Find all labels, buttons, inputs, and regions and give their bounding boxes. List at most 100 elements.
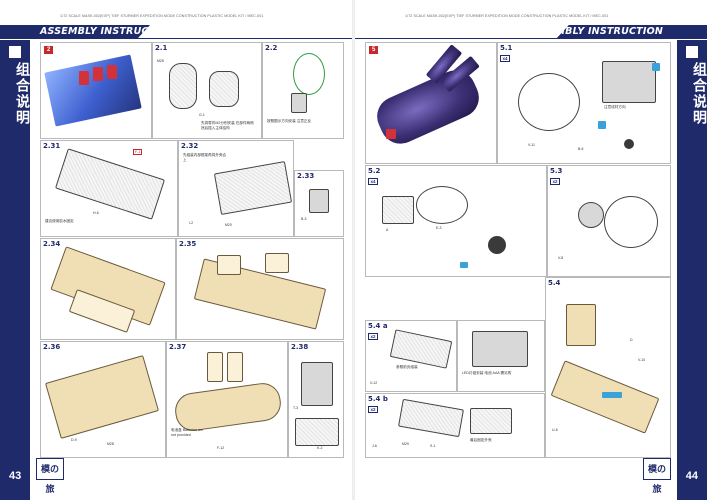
step-label: 2.38 (291, 343, 309, 351)
page-number: 43 (9, 470, 22, 482)
step-label: 5.1 (500, 44, 513, 52)
part-diagram (291, 93, 307, 113)
part-tag: A (386, 228, 389, 232)
part-tag: S-1 (430, 444, 436, 448)
assembly-diagram (193, 258, 327, 330)
step-note: 建议使用胶水固定 (45, 219, 74, 223)
red-detail (79, 71, 89, 85)
part-tag: M28 (107, 442, 114, 446)
step-label: 5.4 a (368, 322, 388, 330)
step-5-4-led-panel: LED灯组安装 电池 AAA 需另购 (457, 320, 545, 392)
callout-tag: F-1 (133, 149, 143, 155)
part-tag: G-1 (199, 113, 205, 117)
red-detail (93, 67, 103, 81)
cable-diagram (416, 186, 468, 224)
step-2-35-panel: 2.35 (176, 238, 344, 340)
step-5-1-panel: 5.1 x4 V-11 B-6 注意线材方向 (497, 42, 671, 164)
step-2-32-panel: 2.32 先组装内部框架再将外壳合上 I-2 M20 (178, 140, 294, 237)
quantity-badge: x4 (500, 55, 511, 62)
part-diagram (295, 418, 339, 446)
step-label: 5.2 (368, 167, 381, 175)
step-label: 5.3 (550, 167, 563, 175)
header-title: ASSEMBLY INSTRUCTION (40, 26, 176, 37)
top-caption: 1/72 SCALE MASK-002(EXP) TIEF STURMER EX… (60, 14, 264, 18)
part-tag: V-10 (638, 358, 646, 362)
header-title: ASSEMBLY INSTRUCTION (527, 26, 663, 37)
brand-logo: 模の旅 (36, 458, 64, 494)
step-label: 2.31 (43, 142, 61, 150)
page-number: 44 (685, 470, 698, 482)
part-tag: T-3 (293, 406, 299, 410)
part-tag: H-6 (93, 211, 99, 215)
step-label: 2.36 (43, 343, 61, 351)
step-note: 注意线材方向 (604, 105, 626, 109)
step-2-33-panel: 2.33 B-3 (294, 170, 344, 237)
part-tag: M29 (402, 442, 409, 446)
quantity-badge: x2 (368, 333, 379, 340)
sub-part (207, 352, 223, 382)
step-label: 2.2 (265, 44, 278, 52)
step-label: 2.33 (297, 172, 315, 180)
sub-part (265, 253, 289, 273)
part-tag: B-3 (301, 217, 307, 221)
step-2-38-panel: 2.38 T-3 K-2 (288, 341, 344, 458)
side-title: 组合说明 (14, 62, 30, 126)
step-badge: 5 (369, 46, 379, 54)
side-square-icon (9, 46, 21, 58)
frame-diagram (389, 329, 453, 369)
side-square-icon (686, 46, 698, 58)
red-detail (107, 65, 117, 79)
step-2-37-panel: 2.37 电池盒 Batteries are not provided F-12 (166, 341, 288, 458)
step-2-panel: 2 (40, 42, 152, 139)
part-tag: M25 (157, 59, 164, 63)
led-part (460, 262, 468, 268)
part-tag: V-8 (558, 256, 564, 260)
quantity-badge: x2 (550, 178, 561, 185)
side-tab (0, 40, 30, 500)
assembly-diagram (44, 355, 160, 439)
part-tag: K-2 (317, 446, 323, 450)
step-5-2-panel: 5.2 x4 A E-3 (365, 165, 547, 277)
led-part (598, 121, 606, 129)
part-tag: J-6 (372, 444, 377, 448)
top-caption: 1/72 SCALE MASK-002(EXP) TIEF STURMER EX… (405, 14, 609, 18)
part-tag: B-6 (578, 147, 584, 151)
frame-diagram (55, 148, 165, 220)
part-tag: V-12 (370, 381, 378, 385)
quantity-badge: x2 (368, 406, 379, 413)
step-note: 参照前页组装 (396, 365, 418, 369)
cable-diagram (518, 73, 580, 131)
right-page: 1/72 SCALE MASK-002(EXP) TIEF STURMER EX… (355, 0, 707, 500)
led-board-diagram (472, 331, 528, 367)
step-5-4b-panel: 5.4 b x2 最后固定外壳 M29 S-1 J-6 (365, 393, 545, 458)
sub-part (217, 255, 241, 275)
part-diagram (301, 362, 333, 406)
part-diagram (169, 63, 197, 109)
step-2-36-panel: 2.36 D-9 M28 (40, 341, 166, 458)
step-note: 按照图示方向安装 注意正反 (267, 119, 312, 123)
cable-diagram (293, 53, 325, 95)
part-diagram (578, 202, 604, 228)
led-part (652, 63, 660, 71)
battery-note: 电池盒 Batteries are not provided (171, 428, 204, 437)
step-label: 5.4 b (368, 395, 388, 403)
part-tag: V-11 (528, 143, 535, 147)
side-tab (677, 40, 707, 500)
part-tag: E-3 (436, 226, 442, 230)
assembly-diagram (172, 380, 284, 434)
step-label: 2.37 (169, 343, 187, 351)
step-2-1-panel: 2.1 M25 G-1 先将零件M2分别安装 在部件两侧 然后插入主体结构 (152, 42, 262, 139)
part-tag: D-9 (71, 438, 77, 442)
part-diagram (382, 196, 414, 224)
header-bar (0, 25, 150, 38)
part-tag: M20 (225, 223, 232, 227)
step-5-4a-panel: 5.4 a x2 参照前页组装 V-12 (365, 320, 457, 392)
cable-diagram (604, 196, 658, 248)
part-diagram (602, 61, 656, 103)
sub-part (227, 352, 243, 382)
step-2-2-panel: 2.2 按照图示方向安装 注意正反 (262, 42, 344, 139)
part-tag: F-12 (217, 446, 225, 450)
assembly-diagram (566, 304, 596, 346)
step-badge: 2 (44, 46, 54, 54)
red-detail (386, 129, 396, 139)
